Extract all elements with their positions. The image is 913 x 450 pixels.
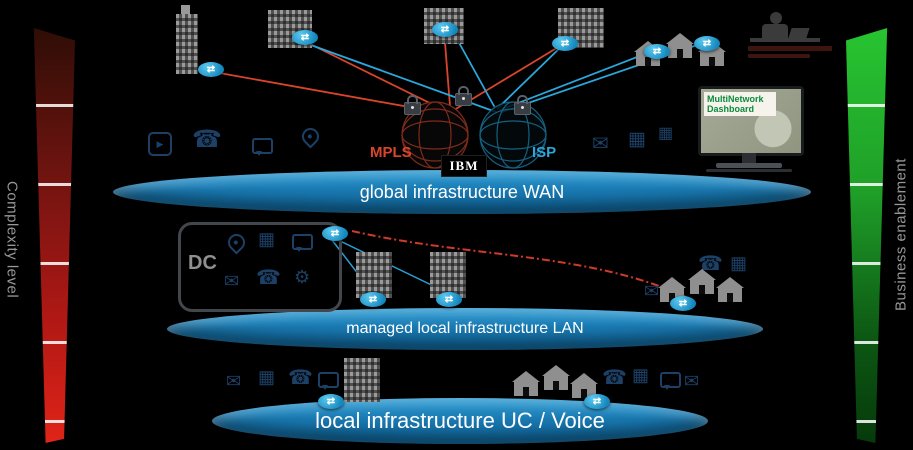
faint-text-bar: [748, 54, 810, 58]
office-building-icon: [356, 252, 392, 298]
router-icon: ⇄: [584, 394, 610, 409]
lock-icon: [404, 95, 421, 115]
person-body-shape: [762, 24, 788, 38]
monitor-stand-neck: [742, 153, 756, 163]
mail-icon: ✉: [644, 281, 660, 301]
ibm-logo-text: IBM: [449, 158, 479, 173]
desk-shape: [750, 38, 820, 42]
lock-icon: [455, 86, 472, 106]
person-at-desk-icon: [770, 12, 782, 24]
phone-icon: ☎: [192, 126, 222, 153]
calendar-icon: ▦: [258, 367, 276, 387]
datacenter-label: DC: [188, 252, 217, 274]
dashboard-title-line2: Dashboard: [707, 104, 755, 114]
lock-icon: [514, 95, 531, 115]
lan-link-2: [337, 239, 447, 293]
monitor-stand-base: [716, 163, 782, 168]
router-icon: ⇄: [292, 30, 318, 45]
calendar-icon: ▦: [632, 365, 650, 385]
calendar-icon: ▦: [258, 229, 276, 249]
router-icon: ⇄: [198, 62, 224, 77]
house-icon: [716, 277, 744, 302]
laptop-shape: [788, 28, 810, 38]
voice-label: local infrastructure UC / Voice: [315, 408, 605, 433]
dashboard-title-line1: MultiNetwork: [707, 94, 764, 104]
mail-icon: ✉: [592, 133, 609, 155]
mpls-globe: [401, 101, 469, 169]
house-icon: [542, 365, 570, 390]
router-icon: ⇄: [360, 292, 386, 307]
router-icon: ⇄: [318, 394, 344, 409]
router-icon: ⇄: [322, 226, 348, 241]
office-building-icon: [344, 358, 380, 402]
dashboard-screen: MultiNetwork Dashboard: [701, 89, 801, 153]
chat-icon: [318, 372, 339, 390]
house-icon: [512, 371, 540, 396]
chat-icon: [292, 234, 313, 252]
phone-icon: ☎: [602, 367, 627, 389]
mail-icon: ✉: [226, 371, 242, 391]
dashboard-title: MultiNetwork Dashboard: [704, 92, 776, 116]
router-icon: ⇄: [432, 22, 458, 37]
monitor-stand-foot: [706, 169, 792, 172]
phone-icon: ☎: [256, 267, 281, 289]
isp-link-3: [497, 43, 565, 109]
router-icon: ⇄: [644, 44, 670, 59]
complexity-label: Complexity level: [3, 181, 21, 299]
phone-icon: ☎: [288, 367, 313, 389]
calendar-icon: ▦: [658, 125, 674, 142]
dashboard-monitor: MultiNetwork Dashboard: [698, 86, 804, 156]
mail-icon: ✉: [684, 371, 700, 391]
gear-icon: ⚙: [294, 267, 311, 287]
house-icon: [698, 41, 726, 66]
wan-label: global infrastructure WAN: [359, 181, 565, 202]
house-icon: [666, 33, 694, 58]
router-icon: ⇄: [436, 292, 462, 307]
calendar-icon: ▦: [628, 129, 646, 150]
router-icon: ⇄: [670, 296, 696, 311]
mpls-isp-globes: [401, 101, 547, 169]
isp-label: ISP: [532, 144, 557, 161]
platter-lan: managed local infrastructure LAN: [167, 308, 763, 350]
calendar-icon: ▦: [730, 253, 748, 273]
office-building-icon: [430, 252, 466, 298]
mpls-link-2: [301, 39, 449, 113]
router-icon: ⇄: [694, 36, 720, 51]
mail-icon: ✉: [224, 271, 240, 291]
isp-globe: [479, 101, 547, 169]
skyscraper-icon: [176, 5, 198, 74]
lan-label: managed local infrastructure LAN: [346, 320, 584, 337]
lan-backup-dashed-link: [351, 230, 687, 298]
chat-icon: [252, 138, 273, 156]
platter-wan: global infrastructure WAN: [113, 170, 811, 214]
chat-icon: [660, 372, 681, 390]
platter-voice: local infrastructure UC / Voice: [212, 398, 708, 444]
router-icon: ⇄: [552, 36, 578, 51]
house-icon: [688, 269, 716, 294]
media-player-icon: ▶: [148, 132, 172, 156]
faint-text-bar: [748, 46, 832, 51]
datacenter-box: [178, 222, 342, 312]
ibm-logo: IBM: [441, 155, 487, 177]
mpls-label: MPLS: [370, 144, 412, 161]
